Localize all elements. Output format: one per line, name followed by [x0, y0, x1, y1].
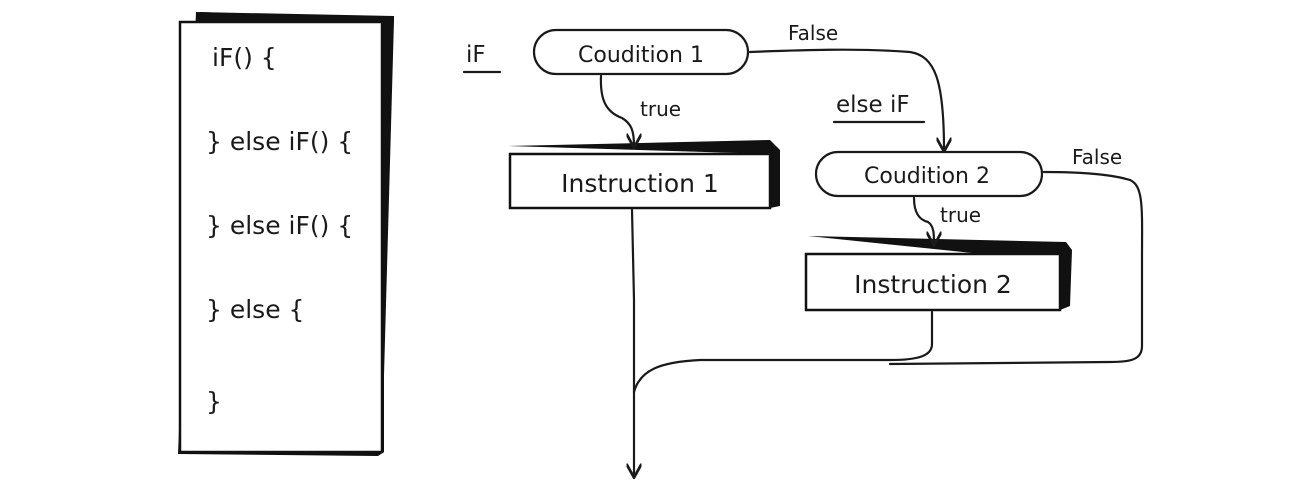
instruction-1-shadow	[508, 140, 780, 208]
else-if-label: else iF	[836, 92, 910, 118]
arrow-exit-main	[632, 208, 634, 476]
true-label-2: true	[940, 203, 981, 227]
code-line-else-if-2: } else iF() {	[206, 211, 353, 240]
instruction-2-label: Instruction 2	[854, 270, 1012, 299]
condition-2-node	[814, 150, 1044, 198]
condition-2-label: Coudition 2	[864, 164, 990, 189]
instruction-2-node	[804, 252, 1062, 312]
condition-1-label: Coudition 1	[578, 43, 704, 68]
code-panel-box	[178, 20, 384, 454]
code-line-else: } else {	[206, 295, 304, 324]
arrow-condition-1-true	[599, 74, 634, 146]
if-label: iF	[466, 42, 486, 68]
code-line-close: }	[206, 387, 222, 416]
code-line-if: iF() {	[212, 43, 277, 72]
arrow-condition-1-false	[748, 48, 944, 150]
code-line-else-if-1: } else iF() {	[206, 127, 353, 156]
arrow-condition-2-true	[912, 196, 934, 244]
instruction-1-label: Instruction 1	[561, 169, 719, 198]
false-label-2: False	[1072, 145, 1122, 169]
arrow-condition-2-false	[888, 170, 1144, 366]
true-label-1: true	[640, 97, 681, 121]
code-panel: iF() { } else iF() { } else iF() { } els…	[178, 12, 394, 456]
connector-instruction-2-merge	[632, 310, 934, 394]
condition-1-node	[532, 28, 750, 76]
false-label-1: False	[788, 21, 838, 45]
instruction-1-node	[508, 152, 772, 210]
